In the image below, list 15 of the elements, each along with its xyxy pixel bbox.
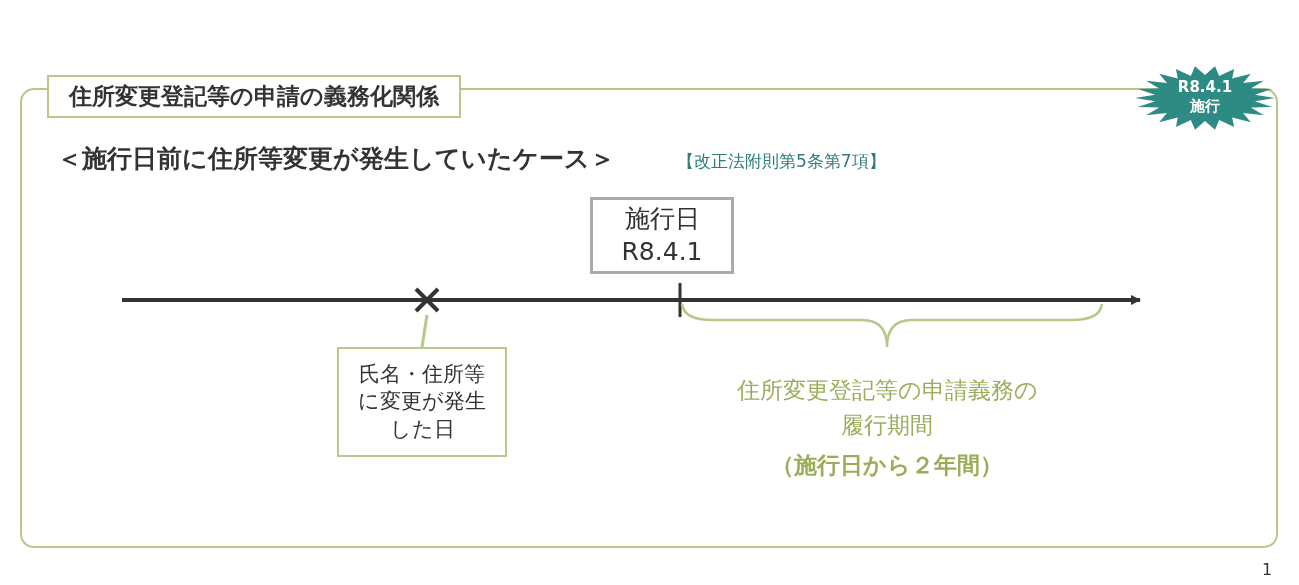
badge-text: 施行 — [1190, 97, 1220, 116]
panel-heading: 住所変更登記等の申請の義務化関係 — [47, 75, 461, 118]
leader-line — [420, 314, 429, 348]
period-note: （施行日から２年間） — [770, 451, 1004, 480]
subtitle: ＜施行日前に住所等変更が発生していたケース＞ — [57, 143, 615, 175]
starburst-badge — [1135, 66, 1275, 130]
callout-box — [337, 347, 507, 457]
law-reference: 【改正法附則第5条第7項】 — [677, 150, 886, 173]
period-text: 住所変更登記等の申請義務の履行期間 — [735, 376, 1039, 440]
callout-text: 氏名・住所等に変更が発生した日 — [357, 361, 487, 443]
badge-text: R8.4.1 — [1177, 78, 1233, 97]
page-number: 1 — [1262, 560, 1273, 579]
date-box — [590, 197, 734, 274]
date-text: R8.4.1 — [621, 235, 703, 268]
date-text: 施行日 — [624, 203, 700, 235]
